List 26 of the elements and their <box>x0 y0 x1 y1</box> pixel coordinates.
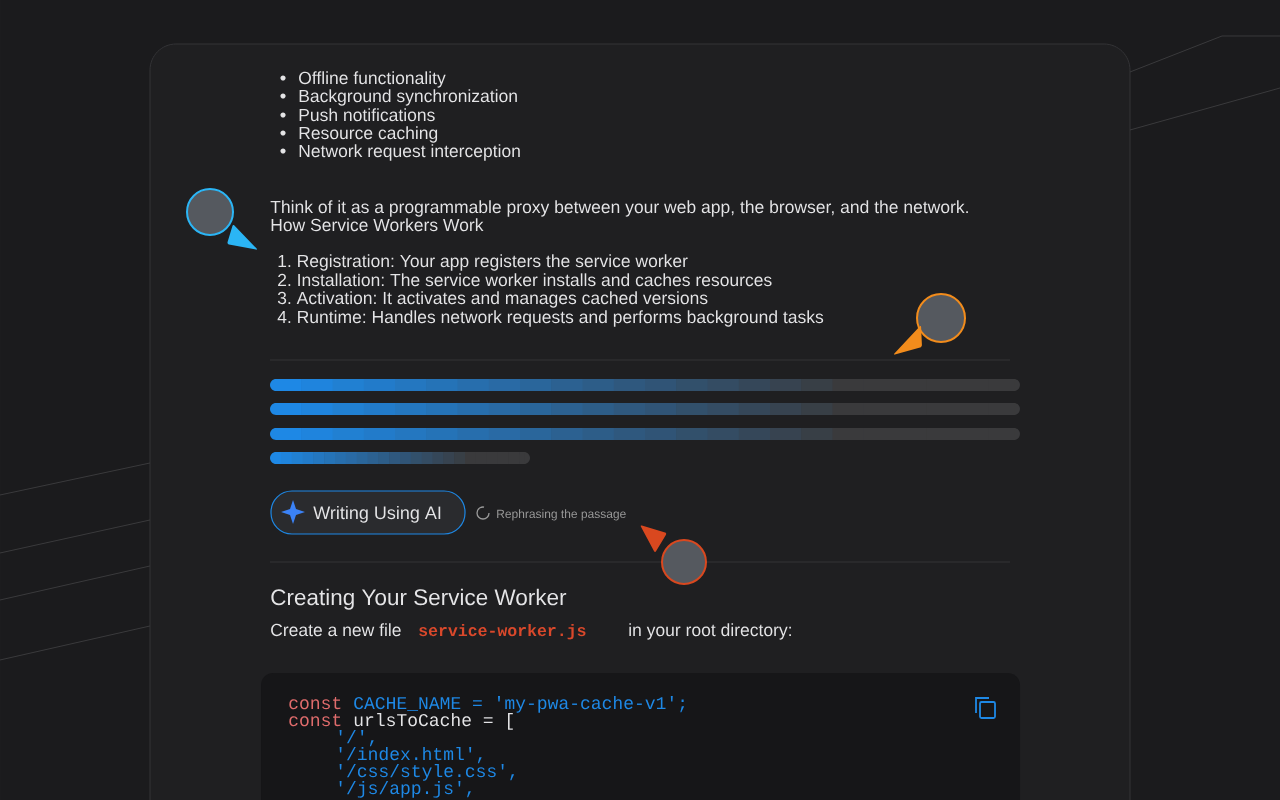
numbered-item: 2. Installation: The service worker installs and caches resources <box>278 273 772 287</box>
node-label: '/js/app.js', <box>339 780 471 798</box>
node-label: CACHE_NAME = 'my-pwa-cache-v1'; <box>354 695 685 713</box>
paragraph-text: Create a new file <box>271 623 401 637</box>
numbered-item: 4. Runtime: Handles network requests and performs background tasks <box>277 310 824 327</box>
node-label: urlsToCache = [ <box>354 712 513 730</box>
ai-button: Writing Using AI <box>270 490 466 535</box>
paragraph-text: How Service Workers Work <box>271 218 484 232</box>
bullet-item: Offline functionality <box>280 71 446 88</box>
code-block: const CACHE_NAME = 'my-pwa-cache-v1'; const urlsToCache = [ '/', '/index.html', '/css/style.css', '/js/app.js', <box>261 673 1020 800</box>
numbered-item: 1. Registration: Your app registers the service worker <box>278 254 688 271</box>
inline-code: service-worker.js <box>419 624 586 640</box>
bullet-item: Network request interception <box>280 144 520 161</box>
node-label: '/css/style.css', <box>339 763 515 781</box>
paragraph-text: Think of it as a programmable proxy between your web app, the browser, and the network. <box>270 200 968 217</box>
bullet-item: Resource caching <box>280 126 438 143</box>
bullet-item: Background synchronization <box>280 89 517 106</box>
bullet-item: Push notifications <box>280 108 435 122</box>
paragraph-text: in your root directory: <box>629 623 791 640</box>
node-label: const <box>289 697 341 710</box>
node-label: const <box>289 714 341 727</box>
node-label: '/index.html', <box>339 746 482 764</box>
status-text: Rephrasing the passage <box>497 509 626 521</box>
section-heading: Creating Your Service Worker <box>271 588 567 610</box>
numbered-item: 3. Activation: It activates and manages cached versions <box>277 291 708 308</box>
node-label: '/', <box>339 729 374 747</box>
